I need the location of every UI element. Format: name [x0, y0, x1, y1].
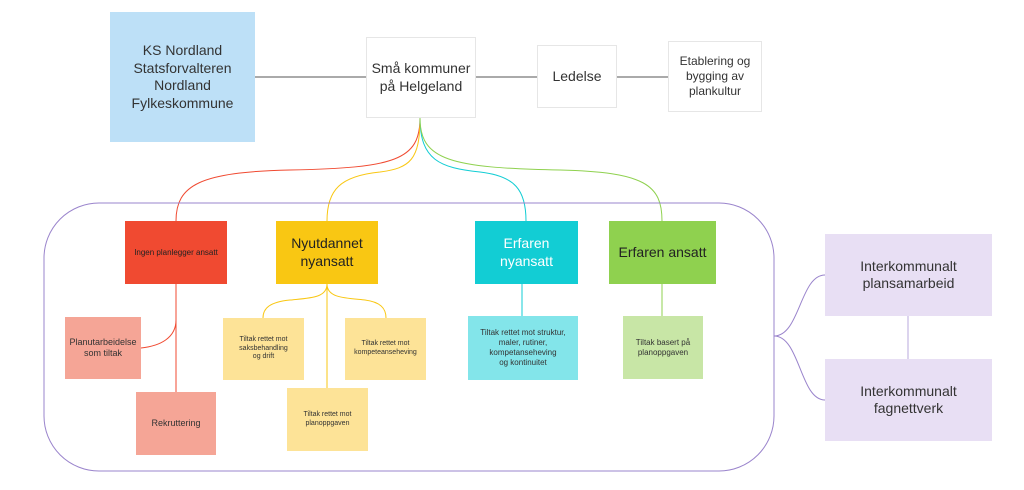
link-ny-kompetanse — [326, 283, 387, 319]
kompetanse-note: Tiltak rettet mot kompeteanseheving — [345, 318, 426, 380]
planoppgaven-label: Tiltak rettet mot planoppgaven — [303, 410, 352, 427]
branch-yellow — [326, 117, 421, 222]
ingen-planlegger-label: Ingen planlegger ansatt — [134, 247, 218, 257]
plansamarbeid-box: Interkommunalt plansamarbeid — [825, 234, 992, 316]
fagnettverk-box: Interkommunalt fagnettverk — [825, 359, 992, 441]
planutarbeidelse-label: Planutarbeidelse som tiltak — [69, 336, 137, 358]
basert-label: Tiltak basert på planoppgaven — [635, 337, 691, 357]
sma-kommuner-label: Små kommuner på Helgeland — [371, 60, 471, 94]
planutarbeidelse-note: Planutarbeidelse som tiltak — [65, 317, 141, 379]
branch-green — [419, 117, 663, 222]
ledelse-label: Ledelse — [552, 67, 602, 84]
branch-teal — [419, 117, 527, 222]
plansamarbeid-label: Interkommunalt plansamarbeid — [860, 257, 957, 292]
etablering-label: Etablering og bygging av plankultur — [679, 54, 751, 98]
planoppgaven-note: Tiltak rettet mot planoppgaven — [287, 388, 368, 451]
link-ny-saksbehandling — [262, 283, 328, 319]
group-frame — [43, 202, 775, 472]
erfaren-ansatt-box: Erfaren ansatt — [609, 221, 716, 284]
kompetanse-label: Tiltak rettet mot kompeteanseheving — [354, 340, 417, 356]
branch-red — [175, 117, 421, 222]
struktur-label: Tiltak rettet mot struktur, maler, rutin… — [480, 328, 566, 367]
saksbehandling-note: Tiltak rettet mot saksbehandling og drif… — [223, 318, 304, 380]
struktur-note: Tiltak rettet mot struktur, maler, rutin… — [468, 316, 578, 380]
ks-nordland-label: KS Nordland Statsforvalteren Nordland Fy… — [131, 42, 234, 111]
sma-kommuner-box: Små kommuner på Helgeland — [366, 37, 476, 118]
rekruttering-note: Rekruttering — [136, 392, 216, 455]
link-frame-fagnettverk — [773, 335, 826, 401]
basert-note: Tiltak basert på planoppgaven — [623, 316, 703, 379]
link-ingen-planutarbeidelse — [140, 284, 177, 349]
erfaren-ansatt-label: Erfaren ansatt — [618, 243, 707, 260]
ingen-planlegger-box: Ingen planlegger ansatt — [125, 221, 227, 284]
rekruttering-label: Rekruttering — [151, 417, 201, 428]
ledelse-box: Ledelse — [537, 45, 617, 108]
ks-nordland-box: KS Nordland Statsforvalteren Nordland Fy… — [110, 12, 255, 142]
etablering-box: Etablering og bygging av plankultur — [668, 41, 762, 112]
nyutdannet-box: Nyutdannet nyansatt — [276, 221, 378, 284]
saksbehandling-label: Tiltak rettet mot saksbehandling og drif… — [239, 335, 288, 361]
link-frame-plansamarbeid — [773, 274, 826, 337]
erfaren-nyansatt-label: Erfaren nyansatt — [500, 235, 553, 269]
fagnettverk-label: Interkommunalt fagnettverk — [860, 382, 957, 417]
erfaren-nyansatt-box: Erfaren nyansatt — [475, 221, 578, 284]
nyutdannet-label: Nyutdannet nyansatt — [291, 235, 363, 269]
